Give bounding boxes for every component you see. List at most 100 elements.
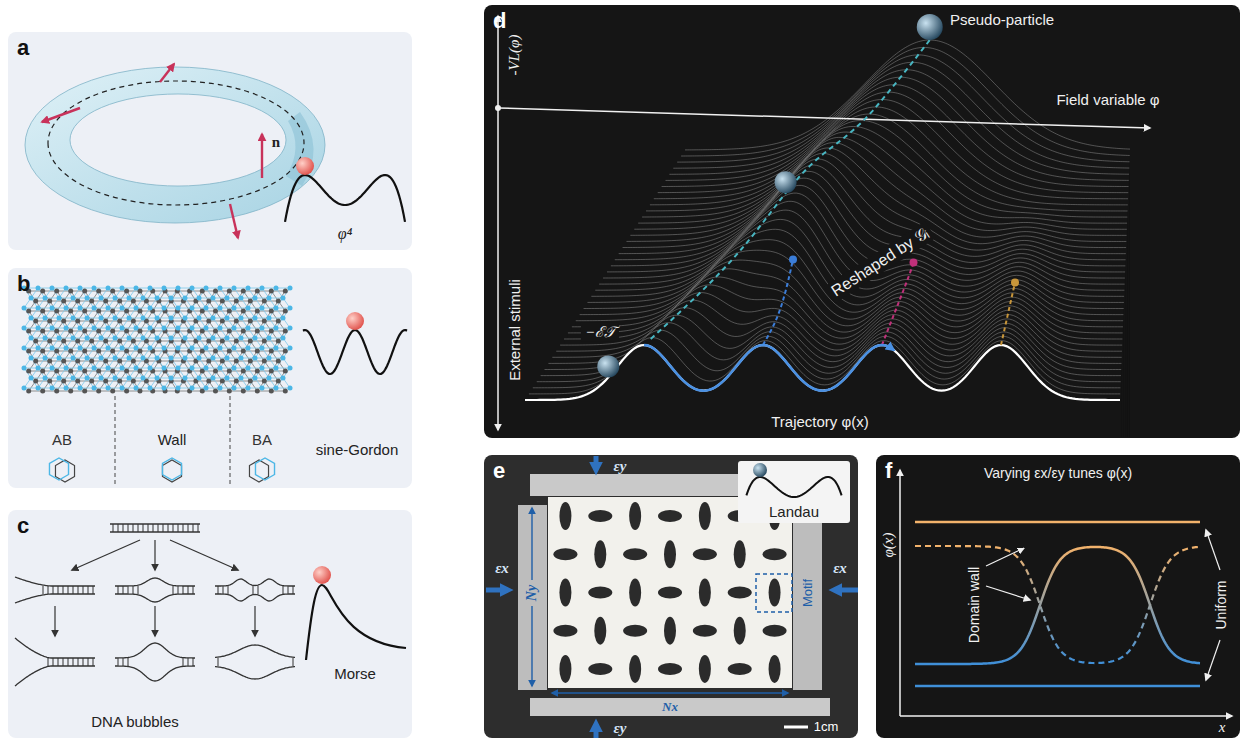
figure-part: [43, 586, 44, 594]
figure-part: [113, 376, 118, 381]
figure-part: [346, 312, 364, 330]
figure-part: [232, 306, 237, 311]
figure-part: [193, 524, 194, 532]
figure-part: [64, 286, 69, 291]
figure-part: [267, 376, 272, 381]
figure-part: [40, 289, 45, 294]
panel-letter: c: [17, 513, 29, 539]
energy-label: −ℰ𝒯: [581, 323, 619, 342]
figure-part: [96, 389, 101, 394]
figure-part: [227, 369, 232, 374]
figure-part: [223, 586, 224, 594]
potential-name: Morse: [334, 666, 376, 683]
figure-part: [92, 286, 97, 291]
figure-part: [134, 366, 139, 371]
figure-part: [204, 326, 209, 331]
figure-part: [75, 379, 80, 384]
figure-part: [274, 346, 279, 351]
figure-part: [99, 316, 104, 321]
figure-part: [78, 326, 83, 331]
figure-part: [269, 289, 274, 294]
figure-part: [127, 296, 132, 301]
figure-part: [234, 379, 239, 384]
figure-part: [15, 666, 95, 686]
figure-part: [241, 329, 246, 334]
figure-part: [103, 359, 108, 364]
figure-part: [53, 586, 54, 594]
figure-part: [220, 299, 225, 304]
figure-part: [155, 296, 160, 301]
figure-part: [58, 658, 59, 666]
figure-part: [204, 306, 209, 311]
potential-curve: [746, 477, 841, 497]
figure-part: [285, 175, 405, 222]
figure-part: [241, 389, 246, 394]
figure-part: [148, 386, 153, 391]
figure-part: [158, 524, 159, 532]
figure-part: [82, 389, 87, 394]
figure-part: [497, 108, 499, 430]
figure-part: [664, 540, 676, 568]
figure-part: [155, 316, 160, 321]
figure-part: [124, 309, 129, 314]
figure-part: [26, 369, 31, 374]
potential-landscape: [525, 40, 1130, 437]
figure-part: [15, 577, 95, 586]
figure-part: [137, 289, 142, 294]
panel: d: [484, 5, 1240, 438]
callout-label: Pseudo-particle: [950, 12, 1054, 29]
figure-part: [127, 336, 132, 341]
figure-part: [218, 658, 219, 666]
panel-letter: f: [885, 458, 892, 484]
figure-part: [54, 309, 59, 314]
figure-part: [110, 369, 115, 374]
figure-part: [89, 319, 94, 324]
figure-part: [117, 339, 122, 344]
figure-part: [218, 366, 223, 371]
figure-part: [127, 376, 132, 381]
figure-part: [629, 502, 641, 530]
figure-part: [22, 286, 293, 391]
figure-part: [93, 658, 94, 666]
figure-part: [255, 349, 260, 354]
figure-part: [22, 306, 27, 311]
figure-part: [206, 319, 211, 324]
figure-part: [85, 376, 90, 381]
figure-part: [234, 299, 239, 304]
figure-part: [43, 316, 48, 321]
figure-part: [49, 458, 68, 480]
figure-part: [148, 366, 153, 371]
figure-part: [148, 306, 153, 311]
figure-part: [61, 359, 66, 364]
figure-part: [82, 349, 87, 354]
panel: f: [876, 455, 1240, 738]
figure-part: [131, 379, 136, 384]
vector-label: n: [272, 134, 280, 151]
figure-part: [699, 502, 711, 530]
figure-part: [274, 366, 279, 371]
figure-part: [78, 366, 83, 371]
figure-part: [246, 286, 251, 291]
figure-part: [234, 319, 239, 324]
figure-part: [47, 379, 52, 384]
panel-letter: a: [17, 35, 29, 61]
figure-part: [64, 386, 69, 391]
figure-part: [267, 296, 272, 301]
figure-part: [57, 316, 62, 321]
figure-part: [267, 316, 272, 321]
figure-part: [50, 386, 55, 391]
figure-part: [68, 289, 73, 294]
figure-part: [734, 540, 746, 568]
figure-part: [623, 548, 647, 560]
figure-part: [288, 286, 293, 291]
figure-part: [50, 326, 55, 331]
figure-part: [15, 594, 95, 603]
figure-part: [213, 389, 218, 394]
figure-part: [99, 296, 104, 301]
figure-part: [120, 346, 125, 351]
trajectories: [597, 14, 1019, 391]
figure-part: [283, 389, 288, 394]
figure-part: [43, 356, 48, 361]
figure-part: [276, 319, 281, 324]
figure-part: [227, 289, 232, 294]
